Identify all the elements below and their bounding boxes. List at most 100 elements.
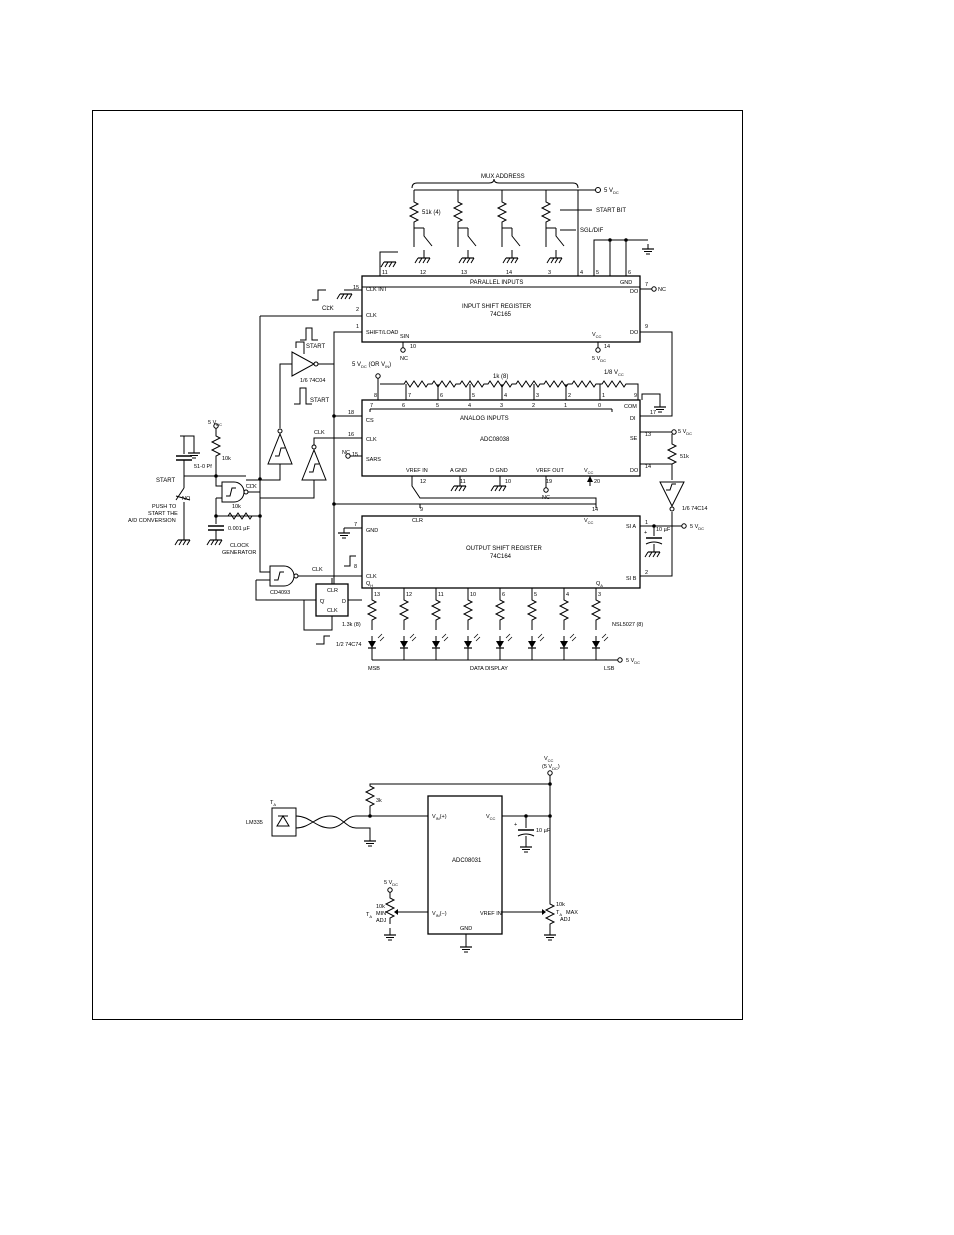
svg-text:6: 6 <box>440 393 443 399</box>
gnd-pin: GND <box>460 926 472 932</box>
ff-clk-top-label: CLK <box>312 567 323 573</box>
osr-part: 74C164 <box>490 554 512 560</box>
clk-bar-label: CLK <box>322 306 334 312</box>
pot-max-label-1: MAX <box>566 910 578 916</box>
adc-do: DO <box>630 468 639 474</box>
inverter-part: 1/6 74C04 <box>300 378 325 384</box>
adc-clk-in-label: CLK <box>314 430 325 436</box>
cap-10uf-label: 10 µF <box>656 527 671 533</box>
svg-text:6: 6 <box>502 592 505 598</box>
svg-text:15: 15 <box>352 452 358 458</box>
adc-dgnd: D GND <box>490 468 508 474</box>
osr-title: OUTPUT SHIFT REGISTER <box>466 546 542 552</box>
pot-max <box>544 900 556 930</box>
cap-start-value: 51-0 Pf <box>194 464 212 470</box>
mux-switches <box>423 228 565 258</box>
svg-text:11: 11 <box>460 479 466 485</box>
push-text: PUSH TO START THE A/D CONVERSION <box>128 504 178 524</box>
cap-plus-bottom: + <box>514 822 517 828</box>
svg-text:19: 19 <box>546 479 552 485</box>
svg-text:5: 5 <box>596 270 599 276</box>
osr-pin7: 7 <box>354 522 357 528</box>
osr-qa: QA <box>596 581 603 588</box>
svg-text:7: 7 <box>370 403 373 409</box>
start-pullup <box>210 428 222 476</box>
r1k-label: 1k (8) <box>493 374 508 380</box>
svg-text:7: 7 <box>408 393 411 399</box>
lsb-label: LSB <box>604 666 615 672</box>
supply-5vdc-top: 5 VDC <box>604 188 619 195</box>
ff-part: 1/2 74C74 <box>336 642 361 648</box>
osr-pin9: 9 <box>420 507 423 513</box>
pin-vcc: 14 <box>604 344 610 350</box>
svg-text:10: 10 <box>505 479 511 485</box>
adc-part: ADC08038 <box>480 437 510 443</box>
isr-sin: SIN <box>400 334 409 340</box>
led-array <box>367 633 609 660</box>
svg-text:12: 12 <box>420 479 426 485</box>
vref-in-pin: VREF IN <box>480 911 502 917</box>
led-part: NSL5027 (8) <box>612 622 643 628</box>
svg-text:0: 0 <box>598 403 601 409</box>
adc-other-pins: 18 16 15 17 13 14 12 11 10 19 20 <box>348 410 656 485</box>
ff-qbar: Q <box>320 599 325 605</box>
start-5v: 5 VDC <box>208 420 222 427</box>
ta-max: TA <box>556 910 562 917</box>
svg-text:4: 4 <box>504 393 507 399</box>
adc-di: DI <box>630 416 636 422</box>
led-5v: 5 VDC <box>626 658 640 665</box>
start-pullup-label: 10k <box>222 456 231 462</box>
pot-min <box>384 892 396 924</box>
svg-text:11: 11 <box>382 270 388 276</box>
start-label-top: START <box>306 344 325 350</box>
lm335-package <box>271 807 297 837</box>
svg-text:START THE: START THE <box>148 511 178 517</box>
vin-plus-pin: VIN(+) <box>432 814 447 821</box>
r51k-label: 51k (4) <box>422 210 441 216</box>
msb-label: MSB <box>368 666 380 672</box>
pin-clkint: 15 <box>353 285 359 291</box>
mux-address-label: MUX ADDRESS <box>481 174 525 180</box>
sars-nc: NC <box>342 450 350 456</box>
adc-cs: CS <box>366 418 374 424</box>
isr-clk-int: CLK INT <box>366 287 388 293</box>
adc-clk: CLK <box>366 437 377 443</box>
pot-min-label-2: ADJ <box>376 918 387 924</box>
svg-text:4: 4 <box>468 403 471 409</box>
start-bit-label: START BIT <box>596 208 626 214</box>
svg-text:13: 13 <box>374 592 380 598</box>
adc08038 <box>361 399 641 477</box>
cap-10uf-bottom: 10 µF <box>536 828 551 834</box>
isr-vcc: VCC <box>592 332 602 339</box>
vcc-top-label: VCC <box>544 756 554 763</box>
led-resistors <box>366 588 602 630</box>
isr-gnd: GND <box>620 280 632 286</box>
pot-max-value: 10k <box>556 902 565 908</box>
ff-clk: CLK <box>327 608 338 614</box>
osr-sia: SI A <box>626 524 636 530</box>
pin-do9: 9 <box>645 324 648 330</box>
vref-label: 5 VDC (OR VIN) <box>352 362 391 369</box>
svg-text:18: 18 <box>348 410 354 416</box>
twisted-pair <box>295 815 331 829</box>
five-vdc-left: 5 VDC <box>384 880 398 887</box>
clock-generator-label: CLOCK GENERATOR <box>222 543 256 556</box>
isr-do-top: DO <box>630 289 639 295</box>
output-shift-register <box>361 515 641 589</box>
r3k-label: 3k <box>376 798 382 804</box>
sgl-dif-label: SGL/DIF <box>580 228 604 234</box>
svg-text:3: 3 <box>536 393 539 399</box>
lm335-label: LM335 <box>246 820 263 826</box>
pin-do7: 7 <box>645 282 648 288</box>
svg-text:4: 4 <box>566 592 569 598</box>
start-label: START <box>156 478 175 484</box>
osr-output-pins: 13 12 11 10 6 5 4 3 <box>374 592 601 598</box>
svg-text:3: 3 <box>548 270 551 276</box>
pin-sl: 1 <box>356 324 359 330</box>
pot-max-label-2: ADJ <box>560 917 571 923</box>
ta-min: TA <box>366 912 372 919</box>
svg-text:PUSH TO: PUSH TO <box>152 504 177 510</box>
isr-part: 74C165 <box>490 312 512 318</box>
adc-vref-out: VREF OUT <box>536 468 564 474</box>
